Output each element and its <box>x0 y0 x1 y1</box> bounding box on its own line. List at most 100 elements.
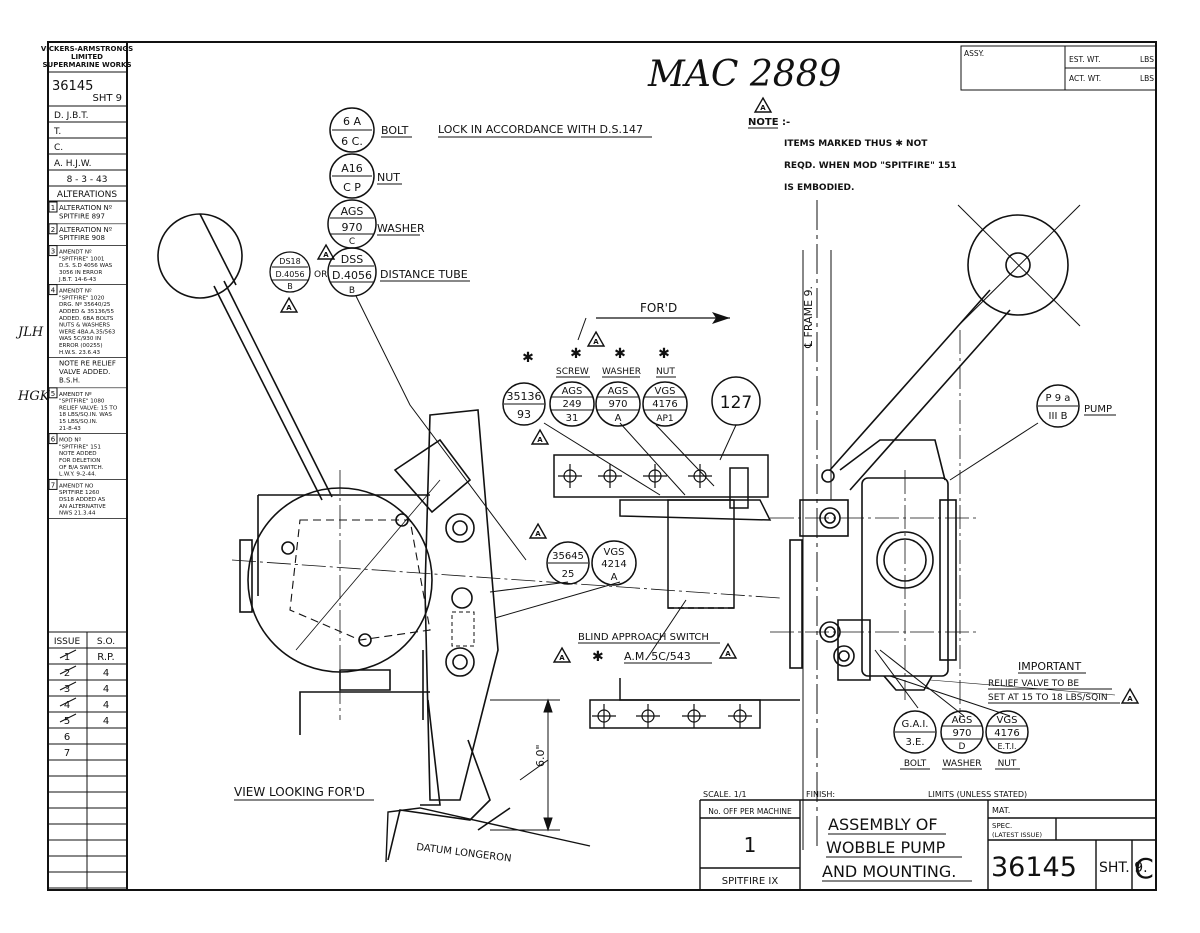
svg-text:BOLT: BOLT <box>381 124 409 137</box>
weight-block-text: ASSY. EST. WT. ACT. WT. LBS LBS <box>964 49 1154 83</box>
bottom-title-text: SCALE. 1/1 FINISH: LIMITS (UNLESS STATED… <box>703 790 1154 887</box>
svg-text:ISSUE: ISSUE <box>54 637 81 647</box>
strip-drawing-no: 36145 <box>52 79 93 94</box>
svg-text:970: 970 <box>342 221 363 234</box>
svg-text:127: 127 <box>720 393 752 413</box>
svg-text:B: B <box>349 286 355 296</box>
callout-vgs4214: VGS 4214 A <box>591 540 637 586</box>
weight-block <box>960 45 1157 91</box>
left-centerlines <box>231 470 781 720</box>
alteration-line: SPITFIRE 908 <box>59 234 105 242</box>
svg-text:NUT: NUT <box>377 171 400 184</box>
issue-number: 4 <box>64 700 70 711</box>
left-title-strip: VICKERS-ARMSTRONGS LIMITED SUPERMARINE W… <box>41 45 133 519</box>
callout-nut: A16 C P NUT <box>329 153 402 199</box>
svg-text:FOR'D: FOR'D <box>640 301 677 315</box>
alteration-line: 18 LBS/SQ.IN. WAS <box>59 412 112 418</box>
callout-35136: 35136 93 <box>502 382 546 426</box>
svg-text:WASHER: WASHER <box>602 367 641 377</box>
svg-text:93: 93 <box>517 408 531 421</box>
svg-text:4214: 4214 <box>601 559 626 570</box>
alteration-line: WERE 4BA.A.35/563 <box>59 329 116 335</box>
svg-text:S.O.: S.O. <box>97 637 115 647</box>
alteration-line: DRG. Nº 35640/25 <box>59 301 111 308</box>
issue-number: 6 <box>64 732 70 743</box>
svg-text:7: 7 <box>51 481 55 489</box>
svg-text:OR: OR <box>314 270 327 280</box>
callout-bolt: 6 A 6 C. BOLT <box>329 107 412 153</box>
callout-washer: AGS 970 C WASHER <box>327 199 425 249</box>
svg-text:P 9 a: P 9 a <box>1046 393 1071 404</box>
svg-text:4176: 4176 <box>994 728 1019 739</box>
star-mark: ✱ <box>592 649 604 665</box>
amend-marker <box>531 429 549 445</box>
callout-washer-2: AGS 970 A <box>595 381 641 427</box>
svg-text:III B: III B <box>1049 411 1068 422</box>
margin-mark-1: JLH <box>15 325 44 340</box>
svg-text:SCALE. 1/1: SCALE. 1/1 <box>703 790 747 799</box>
alteration-line: 15 LBS/SQ.IN. <box>59 419 98 425</box>
svg-text:ALTERATIONS: ALTERATIONS <box>57 190 117 200</box>
svg-text:✱: ✱ <box>522 350 534 366</box>
svg-text:6 A: 6 A <box>343 115 361 128</box>
svg-text:SCREW: SCREW <box>556 367 589 377</box>
svg-text:VGS: VGS <box>604 547 625 558</box>
svg-text:SPITFIRE IX: SPITFIRE IX <box>722 876 779 887</box>
frame-9-centerline <box>802 200 832 850</box>
svg-text:C: C <box>349 237 355 247</box>
note-line: IS EMBODIED. <box>784 183 854 193</box>
svg-text:IMPORTANT: IMPORTANT <box>1018 660 1081 673</box>
alteration-line: AMENDT Nº <box>59 288 92 295</box>
handwritten-reference: MAC 2889 <box>647 54 841 95</box>
svg-text:D. J.B.T.: D. J.B.T. <box>54 111 89 121</box>
leader-lines <box>355 295 1039 717</box>
alteration-line: AMENDT Nº <box>59 391 92 398</box>
issue-letter: C <box>1134 852 1154 885</box>
note-title: NOTE :- <box>748 117 790 128</box>
dimension-label: 6.0" <box>534 744 547 767</box>
svg-text:AP1: AP1 <box>656 414 673 424</box>
svg-text:A: A <box>611 572 618 583</box>
callout-pump: P 9 a III B PUMP <box>1036 384 1116 428</box>
svg-text:FINISH:: FINISH: <box>806 790 835 799</box>
svg-text:✱: ✱ <box>658 346 670 362</box>
alteration-line: AMENDT NO <box>59 483 94 489</box>
svg-text:E.T.I.: E.T.I. <box>998 742 1017 751</box>
alteration-line: "SPITFIRE" 1020 <box>59 295 105 301</box>
frame-label: ℄ FRAME 9. <box>802 286 815 349</box>
svg-text:25: 25 <box>562 569 575 580</box>
svg-text:MAT.: MAT. <box>992 806 1010 815</box>
alteration-line: AN ALTERNATIVE <box>59 504 106 510</box>
alteration-line: "SPITFIRE" 151 <box>59 444 101 450</box>
amend-marker <box>280 297 298 313</box>
bracket-fasteners <box>558 464 752 728</box>
alteration-line: SPITFIRE 897 <box>59 212 105 220</box>
svg-text:D: D <box>959 742 966 752</box>
alteration-line: VALVE ADDED. <box>59 368 110 376</box>
issue-number: 3 <box>64 684 70 695</box>
alteration-line: FOR DELETION <box>59 458 100 464</box>
svg-text:LIMITS (UNLESS STATED): LIMITS (UNLESS STATED) <box>928 790 1027 799</box>
amend-marker <box>317 244 335 260</box>
alteration-line: WAS 5C/930 IN <box>59 336 101 342</box>
sheet-border <box>47 41 1157 891</box>
alteration-line: NWS 21.3.44 <box>59 511 96 517</box>
svg-text:C P: C P <box>343 181 361 194</box>
svg-text:VICKERS-ARMSTRONGS: VICKERS-ARMSTRONGS <box>41 45 133 53</box>
issue-so: 4 <box>103 684 109 695</box>
alteration-line: ADDED. 6BA BOLTS <box>59 316 114 322</box>
issue-table <box>48 631 127 890</box>
issue-number: 1 <box>64 652 70 663</box>
svg-text:VGS: VGS <box>655 386 676 397</box>
alteration-line: NUTS & WASHERS <box>59 323 110 329</box>
svg-text:6: 6 <box>51 436 56 444</box>
svg-text:LIMITED: LIMITED <box>71 53 103 61</box>
amend-marker <box>719 643 737 659</box>
callout-nut-3: VGS 4176 E.T.I. NUT <box>985 710 1029 770</box>
left-pump-assembly <box>157 213 511 861</box>
